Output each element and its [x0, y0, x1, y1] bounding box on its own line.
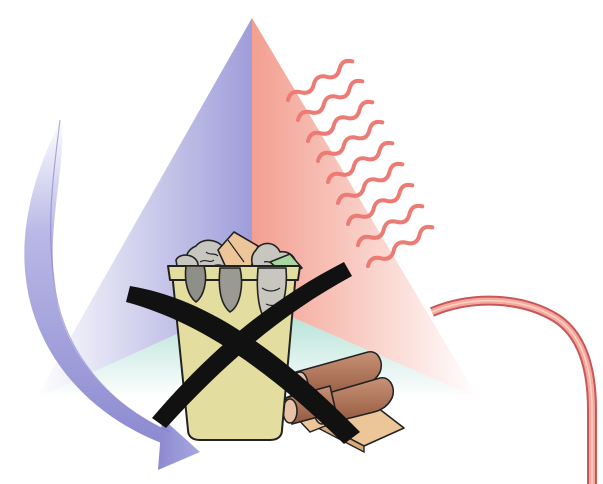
- fire-triangle-illustration: [0, 0, 603, 484]
